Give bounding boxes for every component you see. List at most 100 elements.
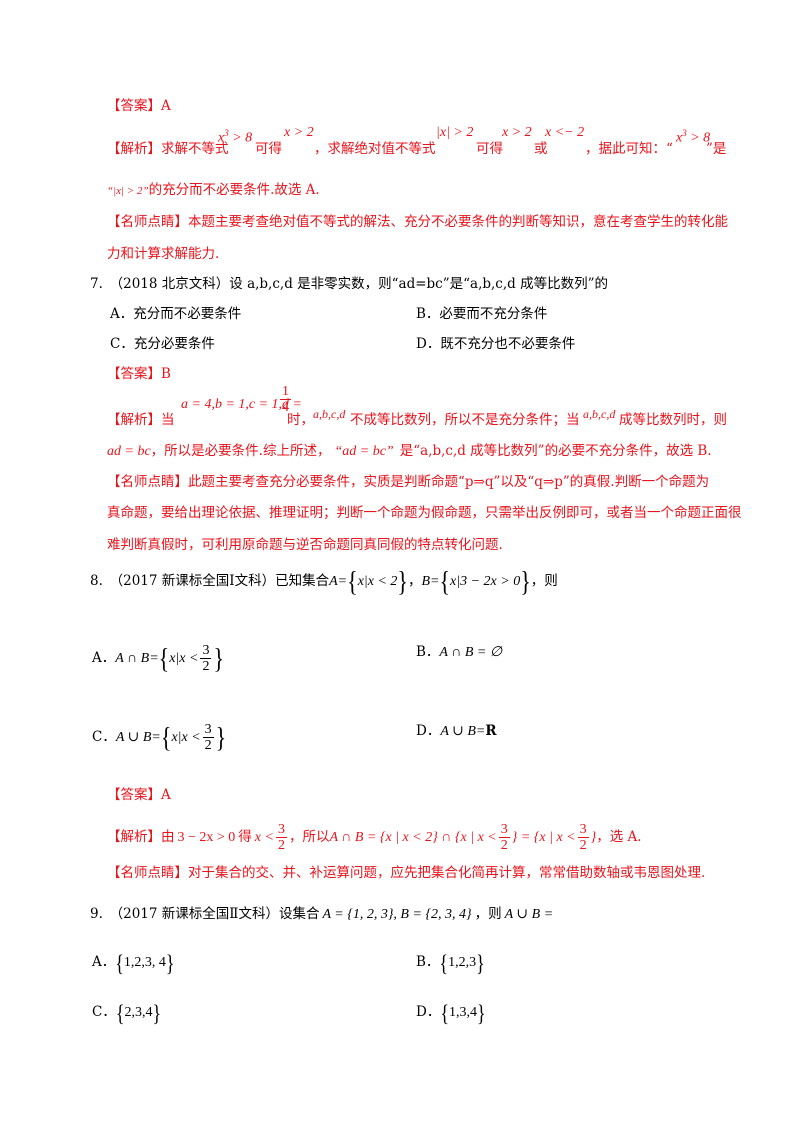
fraction-numerator: 3 [498, 822, 510, 838]
q8-option-b: B．A ∩ B = ∅ [416, 643, 502, 662]
math-sup: 3 [682, 128, 687, 138]
q7-text-3: 不成等比数列，所以不是充分条件；当 [350, 411, 580, 429]
math: |x| > 2 [436, 125, 474, 140]
text: 当 [161, 412, 175, 428]
math: ad = bc [107, 444, 151, 459]
analysis-label: 【解析】 [107, 829, 161, 845]
q7-math-2: a,b,c,d [313, 405, 345, 423]
q6-tip-line1: 【名师点睛】本题主要考查绝对值不等式的解法、充分不必要条件的判断等知识，意在考查… [107, 213, 728, 231]
q7-tip-line3: 难判断真假时，可利用原命题与逆否命题同真同假的特点转化问题. [107, 536, 503, 554]
text: 得 [238, 829, 252, 845]
q7-fraction: 1 4 [280, 384, 291, 415]
answer-value: A [161, 787, 171, 803]
text: ，所以 [288, 829, 330, 845]
fraction-numerator: 3 [202, 722, 214, 738]
q7-option-d: D．既不充分也不必要条件 [416, 335, 575, 353]
q6-text-7: ”是 [706, 140, 726, 158]
math: A= [329, 574, 348, 589]
option-text: A．充分而不必要条件 [110, 306, 242, 322]
tip-label: 【名师点睛】 [107, 865, 188, 881]
math: } = {x | x < [511, 830, 576, 845]
option-label: C． [92, 729, 116, 745]
text: 是 [399, 443, 414, 459]
q8-answer: 【答案】A [107, 786, 171, 804]
fraction-denominator: 4 [282, 400, 289, 415]
q7-math-1: a = 4,b = 1,c = 1,d = [181, 396, 302, 414]
q6-math-3: |x| > 2 [436, 124, 473, 142]
q7-text-2: 时， [287, 411, 314, 429]
text: 求解不等式 [161, 141, 229, 157]
math: a,b,c,d [583, 407, 616, 421]
math: A ∩ B= [115, 651, 159, 666]
q8-stem: 8. （2017 新课标全国Ⅰ文科）已知集合A={x|x < 2}，B={x|3… [90, 564, 558, 598]
text: 真命题，要给出理论依据、推理证明；判断一个命题为假命题，只需举出反例即可，或者当… [107, 505, 742, 521]
fraction-numerator: 1 [280, 384, 291, 400]
math: > 8 [690, 130, 711, 146]
math: A = {1, 2, 3}, B = {2, 3, 4} [322, 907, 472, 922]
text: ，据此可知：“ [585, 141, 673, 157]
text: ， [407, 573, 422, 589]
option-label: A． [92, 954, 116, 970]
math: x|x < [171, 730, 201, 745]
text: 本题主要考查绝对值不等式的解法、充分不必要条件的判断等知识，意在考查学生的转化能 [188, 214, 728, 230]
math: x > 2 [284, 125, 314, 140]
text: 难判断真假时，可利用原命题与逆否命题同真同假的特点转化问题. [107, 537, 503, 553]
text: ，选 A. [596, 829, 642, 845]
math-sup: 3 [224, 128, 229, 138]
math: x [676, 130, 683, 146]
text: 时， [287, 412, 314, 428]
q6-text-3: ，求解绝对值不等式 [314, 140, 436, 158]
math: x [218, 130, 225, 146]
text: “a,b,c,d 成等比数列”的必要不充分条件，故选 B. [413, 443, 712, 459]
text: 可得 [476, 141, 503, 157]
math: B= [421, 574, 440, 589]
fraction-denominator: 2 [202, 659, 210, 674]
math: x|x < [169, 651, 199, 666]
math: x <− 2 [545, 125, 585, 140]
q6-text-2: 可得 [255, 140, 282, 158]
text: ，所以是必要条件.综上所述， [150, 443, 331, 459]
q6-analysis-line2: “|x| > 2”的充分而不必要条件.故选 A. [107, 181, 320, 200]
q6-analysis-line1: 【解析】求解不等式 [107, 140, 229, 158]
math: A ∩ B = {x | x < 2} ∩ {x | x < [329, 830, 497, 845]
math: A ∪ B= [115, 730, 161, 745]
q6-math-6: x3 > 8 [676, 124, 710, 148]
math: > 8 [232, 130, 253, 146]
fraction-denominator: 2 [204, 738, 212, 753]
q7-option-c: C．充分必要条件 [110, 335, 215, 353]
answer-value: A [161, 98, 171, 114]
q7-math-3: a,b,c,d [583, 405, 615, 423]
answer-label: 【答案】 [107, 787, 161, 803]
q6-text-6: ，据此可知：“ [585, 140, 673, 158]
q9-option-c: C．{2,3,4} [92, 999, 162, 1026]
math: x|3 − 2x > 0 [450, 574, 521, 589]
math: } [590, 830, 597, 845]
fraction-denominator: 2 [500, 838, 508, 853]
q7-stem: 7. （2018 北京文科）设 a,b,c,d 是非零实数，则“ad=bc”是“… [90, 275, 608, 293]
text: 由 [161, 829, 175, 845]
option-text: C．充分必要条件 [110, 336, 215, 352]
question-stem: 7. （2018 北京文科）设 a,b,c,d 是非零实数，则“ad=bc”是“… [90, 276, 608, 292]
q6-math-1: x3 > 8 [218, 124, 252, 148]
q7-text-4: 成等比数列时，则 [619, 411, 727, 429]
math: 1,2,3 [448, 955, 477, 970]
fraction-denominator: 2 [579, 838, 587, 853]
text: 可得 [255, 141, 282, 157]
q6-answer: 【答案】A [107, 97, 171, 115]
math: A ∪ B= [440, 724, 486, 739]
q9-option-a: A．{1,2,3, 4} [92, 949, 175, 976]
text: ，求解绝对值不等式 [314, 141, 436, 157]
analysis-label: 【解析】 [107, 141, 161, 157]
answer-label: 【答案】 [107, 98, 161, 114]
text: 此题主要考查充分必要条件，实质是判断命题“p⇒q”以及“q⇒p”的真假.判断一个… [188, 474, 710, 490]
math: 1,2,3, 4 [123, 955, 166, 970]
q7-tip-line1: 【名师点睛】此题主要考查充分必要条件，实质是判断命题“p⇒q”以及“q⇒p”的真… [107, 473, 709, 491]
q7-option-b: B．必要而不充分条件 [416, 305, 547, 323]
fraction-denominator: 2 [277, 838, 285, 853]
option-label: D． [416, 1004, 441, 1020]
q9-option-d: D．{1,3,4} [416, 999, 486, 1026]
tip-label: 【名师点睛】 [107, 474, 188, 490]
